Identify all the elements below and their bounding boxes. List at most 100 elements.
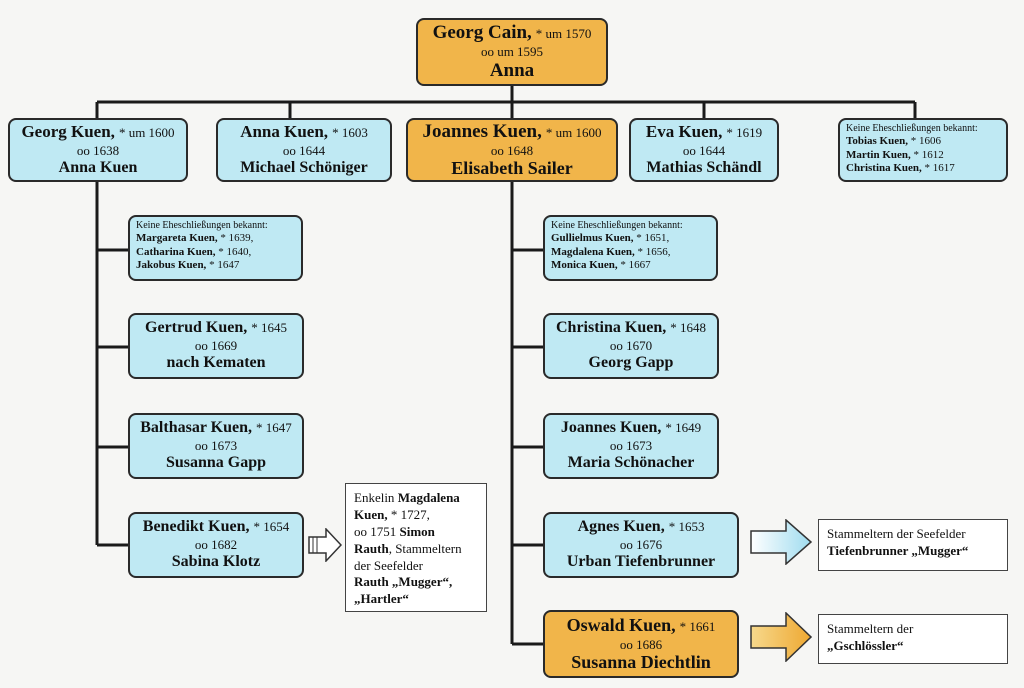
person-marriage: oo 1644 (282, 143, 326, 159)
note-name: Martin Kuen, (846, 148, 911, 161)
person-name: Balthasar Kuen, (140, 419, 252, 437)
person-birth: * 1653 (668, 519, 705, 535)
root-spouse: Anna (489, 59, 535, 81)
note-birth: * 1667 (620, 259, 651, 271)
note-text: Stammeltern der Seefelder (827, 526, 966, 541)
person-spouse: Sabina Klotz (171, 552, 261, 570)
note-name: Margareta Kuen, (136, 232, 218, 245)
note-name: Gullielmus Kuen, (551, 232, 634, 245)
unmarried-note-root: Keine Eheschließungen bekannt: Tobias Ku… (838, 118, 1008, 182)
note-birth: * 1639, (220, 232, 254, 245)
person-birth: * um 1600 (118, 125, 175, 141)
person-box-agnes-kuen: Agnes Kuen, * 1653 oo 1676 Urban Tiefenb… (543, 512, 739, 578)
person-marriage: oo 1638 (76, 143, 120, 159)
person-box-christina-kuen: Christina Kuen, * 1648 oo 1670 Georg Gap… (543, 313, 719, 379)
unmarried-note-joannes: Keine Eheschließungen bekannt: Gullielmu… (543, 215, 718, 281)
root-birth: * um 1570 (535, 25, 592, 41)
note-text-bold: Tiefenbrunner „Mugger“ (827, 542, 969, 558)
note-header: Keine Eheschließungen bekannt: (551, 220, 683, 231)
note-name: Jakobus Kuen, (136, 259, 207, 271)
person-box-georg-kuen: Georg Kuen, * um 1600 oo 1638 Anna Kuen (8, 118, 188, 182)
person-birth: * 1649 (665, 420, 702, 436)
person-box-oswald-kuen: Oswald Kuen, * 1661 oo 1686 Susanna Diec… (543, 610, 739, 678)
person-marriage: oo 1648 (490, 142, 534, 158)
note-name: Catharina Kuen, (136, 245, 216, 258)
arrow-right-icon (308, 528, 342, 562)
person-birth: * 1648 (670, 320, 706, 336)
note-text-bold: Magdalena (397, 490, 460, 505)
note-text: oo 1751 (354, 523, 400, 539)
person-spouse: Susanna Gapp (165, 453, 267, 471)
person-spouse: nach Kematen (166, 353, 266, 371)
note-text: * 1727, (387, 506, 430, 522)
person-name: Gertrud Kuen, (145, 319, 248, 337)
note-header: Keine Eheschließungen bekannt: (136, 220, 268, 231)
person-birth: * 1654 (253, 519, 290, 535)
person-name: Joannes Kuen, (560, 419, 662, 437)
person-spouse: Maria Schönacher (567, 453, 695, 471)
unmarried-note-georg: Keine Eheschließungen bekannt: Margareta… (128, 215, 303, 281)
person-box-joannes-kuen: Joannes Kuen, * um 1600 oo 1648 Elisabet… (406, 118, 618, 182)
note-birth: * 1640, (218, 245, 252, 258)
person-name: Oswald Kuen, (566, 614, 676, 635)
person-box-eva-kuen: Eva Kuen, * 1619 oo 1644 Mathias Schändl (629, 118, 779, 182)
note-text-bold: „Hartler“ (354, 591, 409, 607)
note-name: Christina Kuen, (846, 162, 922, 174)
person-spouse: Susanna Diechtlin (571, 651, 711, 672)
person-spouse: Urban Tiefenbrunner (566, 552, 716, 570)
note-birth: * 1656, (637, 245, 671, 258)
person-marriage: oo 1673 (609, 438, 653, 454)
descendant-note-benedikt: Enkelin Magdalena Kuen, * 1727, oo 1751 … (345, 483, 487, 612)
person-box-joannes-kuen-jr: Joannes Kuen, * 1649 oo 1673 Maria Schön… (543, 413, 719, 479)
arrow-right-icon (750, 519, 812, 565)
person-spouse: Elisabeth Sailer (451, 158, 573, 179)
note-birth: * 1612 (913, 148, 944, 161)
person-marriage: oo 1682 (194, 537, 238, 553)
person-name: Anna Kuen, (240, 122, 329, 142)
person-box-balthasar-kuen: Balthasar Kuen, * 1647 oo 1673 Susanna G… (128, 413, 304, 479)
note-text: Stammeltern der (827, 621, 914, 636)
person-name: Joannes Kuen, (422, 120, 542, 142)
person-name: Christina Kuen, (556, 319, 667, 337)
person-spouse: Mathias Schändl (646, 158, 762, 176)
note-text-bold: Rauth „Mugger“, (354, 574, 453, 590)
note-text-bold: „Gschlössler“ (827, 637, 904, 653)
person-name: Agnes Kuen, (577, 518, 665, 536)
person-marriage: oo 1673 (194, 438, 238, 454)
person-name: Georg Kuen, (21, 122, 115, 142)
note-birth: * 1606 (910, 135, 941, 148)
person-box-benedikt-kuen: Benedikt Kuen, * 1654 oo 1682 Sabina Klo… (128, 512, 304, 578)
person-name: Eva Kuen, (645, 122, 723, 142)
note-name: Monica Kuen, (551, 259, 618, 271)
person-birth: * 1661 (679, 618, 716, 634)
note-birth: * 1647 (209, 259, 240, 271)
root-person-box: Georg Cain, * um 1570 oo um 1595 Anna (416, 18, 608, 86)
note-text-bold: Simon (399, 523, 435, 539)
person-birth: * 1619 (726, 125, 763, 141)
note-text-bold: Rauth (354, 540, 389, 556)
descendant-note-oswald: Stammeltern der „Gschlössler“ (818, 614, 1008, 664)
person-marriage: oo 1644 (682, 143, 726, 159)
arrow-right-icon (750, 612, 812, 662)
note-text: der Seefelder (354, 557, 423, 573)
person-box-gertrud-kuen: Gertrud Kuen, * 1645 oo 1669 nach Kemate… (128, 313, 304, 379)
person-spouse: Georg Gapp (588, 353, 674, 371)
root-name: Georg Cain, (432, 21, 532, 43)
note-name: Magdalena Kuen, (551, 245, 635, 258)
person-box-anna-kuen: Anna Kuen, * 1603 oo 1644 Michael Schöni… (216, 118, 392, 182)
person-birth: * 1645 (251, 320, 287, 336)
note-birth: * 1651, (636, 232, 670, 245)
person-marriage: oo 1669 (194, 338, 238, 354)
note-text-bold: Kuen, (354, 506, 388, 522)
note-birth: * 1617 (924, 162, 955, 174)
person-marriage: oo 1676 (619, 537, 663, 553)
person-birth: * um 1600 (545, 124, 602, 140)
person-spouse: Michael Schöniger (240, 158, 368, 176)
person-birth: * 1647 (255, 420, 292, 436)
note-text: , Stammeltern (388, 540, 462, 556)
person-spouse: Anna Kuen (58, 158, 138, 176)
note-header: Keine Eheschließungen bekannt: (846, 123, 978, 134)
person-marriage: oo 1686 (619, 636, 663, 652)
descendant-note-agnes: Stammeltern der Seefelder Tiefenbrunner … (818, 519, 1008, 571)
